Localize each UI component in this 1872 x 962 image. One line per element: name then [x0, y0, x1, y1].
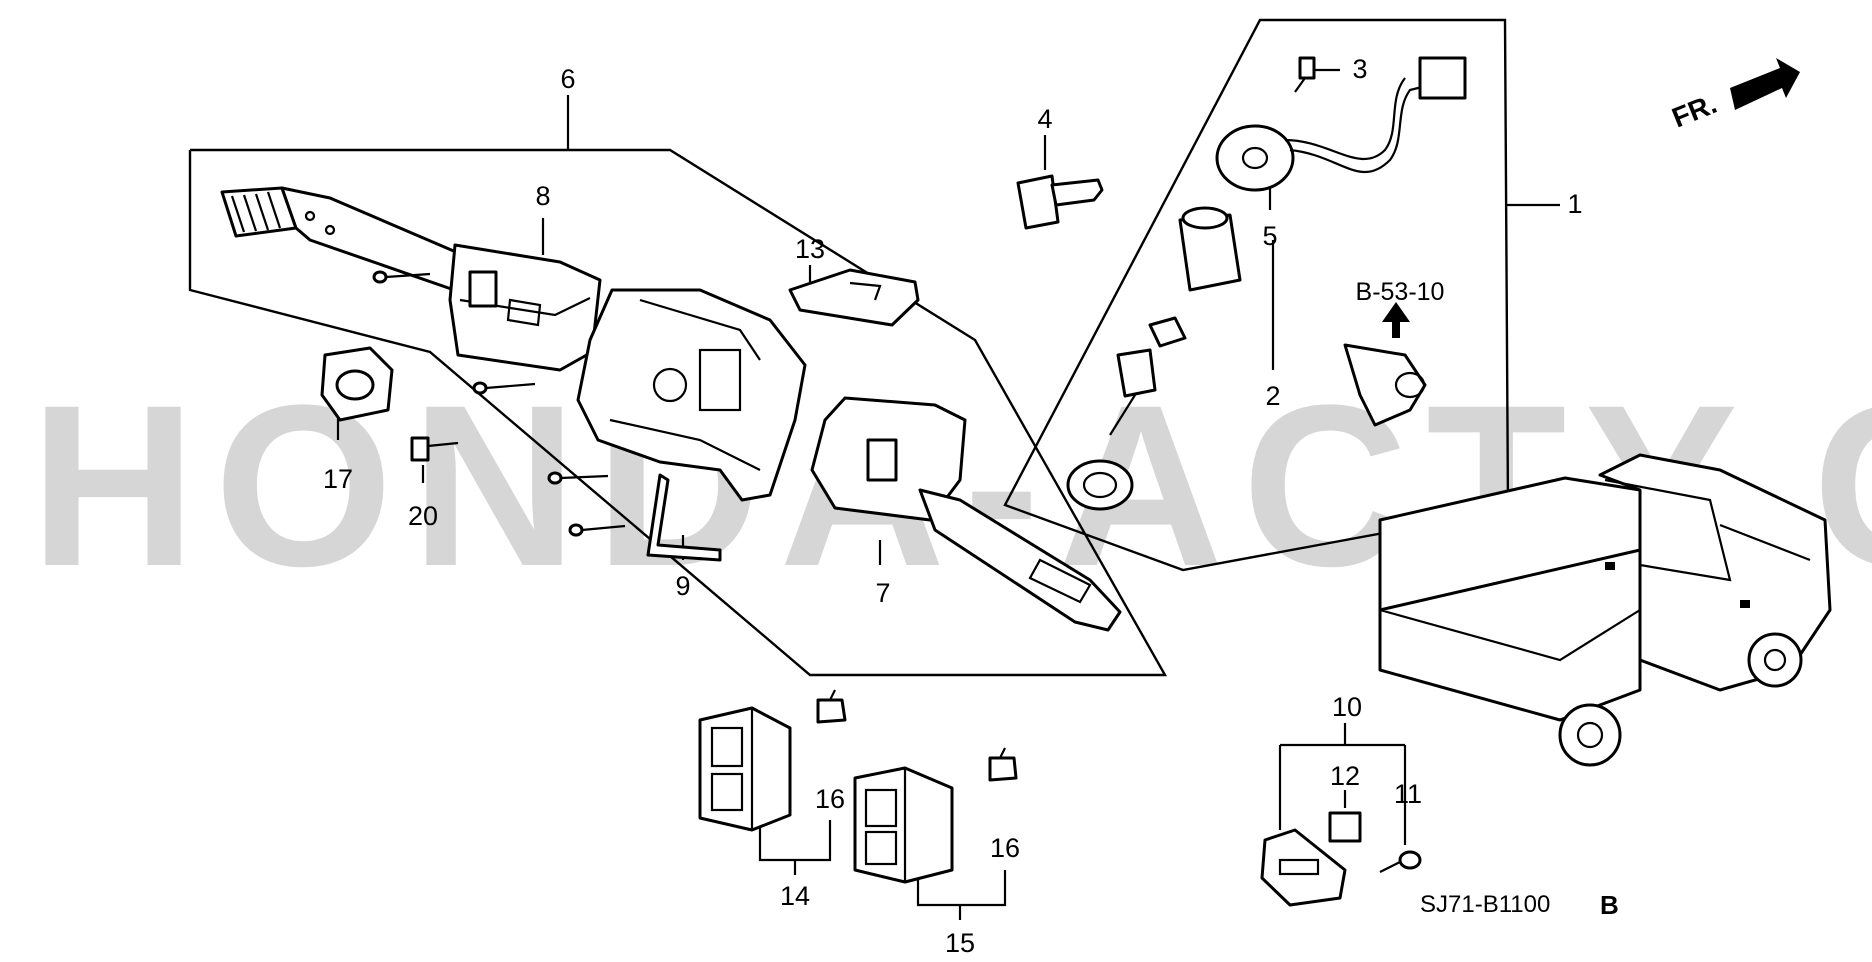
screw-lower-2 — [568, 523, 626, 537]
holder-part-10 — [1260, 828, 1347, 907]
callout-13: 13 — [795, 234, 825, 264]
up-arrow-icon — [1382, 302, 1410, 338]
wiper-switch-body-part-8 — [448, 243, 602, 372]
callout-20: 20 — [408, 501, 438, 531]
ignition-switch-part-5 — [1215, 56, 1467, 192]
pad-part-12 — [1328, 811, 1362, 843]
switch-part-15 — [853, 766, 954, 884]
clip-part-16-b — [988, 747, 1018, 782]
screws — [372, 270, 626, 537]
callout-7: 7 — [875, 578, 890, 608]
callout-3: 3 — [1352, 54, 1367, 84]
callout-1: 1 — [1567, 189, 1582, 219]
callout-11: 11 — [1394, 779, 1422, 809]
callout-6: 6 — [560, 64, 575, 94]
truck-location-illustration — [1378, 453, 1832, 767]
turn-signal-switch-part-7 — [810, 396, 1122, 632]
cancel-sleeve-part-17 — [320, 346, 394, 422]
ignition-switch-group-frame — [1003, 18, 1510, 572]
screw-upper-left — [372, 270, 431, 284]
front-direction-arrow-icon — [1730, 58, 1800, 110]
callout-16-right: 16 — [990, 833, 1020, 863]
callout-numbers: 1 2 3 4 5 6 7 8 9 10 11 12 13 14 15 16 1… — [323, 54, 1583, 958]
callout-16-left: 16 — [815, 784, 845, 814]
door-lock-reference-part — [1343, 343, 1427, 427]
clip-part-16-a — [816, 689, 847, 724]
callout-4: 4 — [1037, 104, 1052, 134]
screw-mid-left — [472, 381, 536, 395]
bracket-part-9 — [646, 473, 722, 562]
callout-8: 8 — [535, 181, 550, 211]
callout-9: 9 — [675, 571, 690, 601]
wiper-switch-lever — [220, 186, 472, 294]
callout-5: 5 — [1262, 221, 1277, 251]
switch-housing-center — [576, 288, 807, 502]
drawing-revision: B — [1600, 890, 1619, 920]
screw-part-11 — [1379, 850, 1422, 873]
lock-cylinder-part-2 — [1066, 206, 1242, 511]
bolt-part-20 — [410, 436, 459, 462]
combination-switch-group-frame — [188, 148, 1168, 677]
callout-14: 14 — [780, 881, 810, 911]
callout-10: 10 — [1332, 692, 1362, 722]
front-direction-label: FR. — [1668, 88, 1721, 134]
screw-lower-1 — [547, 471, 609, 485]
pin-part-3 — [1294, 56, 1316, 93]
callout-2: 2 — [1265, 381, 1280, 411]
callout-12: 12 — [1330, 761, 1360, 791]
switch-part-14 — [698, 706, 792, 832]
reference-label: B-53-10 — [1356, 278, 1445, 306]
hazard-switch-part-13 — [788, 268, 920, 327]
drawing-code: SJ71-B1100 — [1420, 891, 1550, 918]
callout-17: 17 — [323, 464, 353, 494]
key-blank-part-4 — [1016, 174, 1104, 230]
callout-15: 15 — [945, 928, 975, 957]
leader-lines — [336, 68, 1560, 920]
